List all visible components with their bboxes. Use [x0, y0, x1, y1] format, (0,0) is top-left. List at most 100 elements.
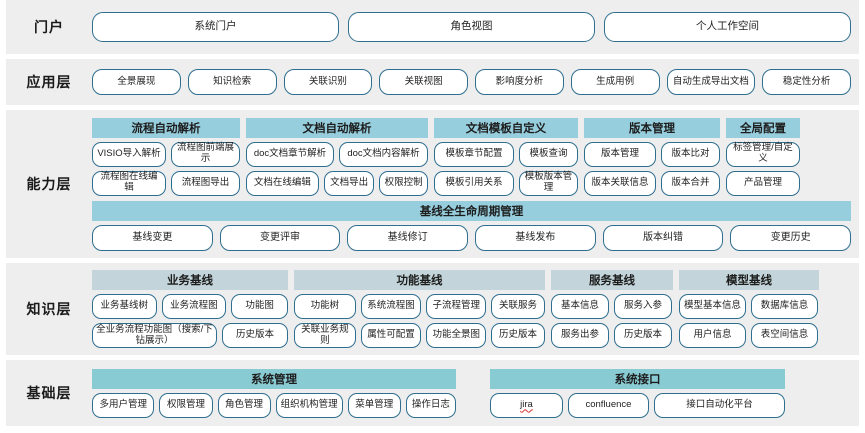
foundation-group-header-系统接口: 系统接口	[490, 368, 785, 389]
layer-body-application: 全景展现 知识检索 关联识别 关联视图 影响度分析 生成用例 自动生成导出文档 …	[92, 65, 859, 99]
capability-item-流程图导出[interactable]: 流程图导出	[171, 170, 240, 196]
capability-group-row: 产品管理	[726, 170, 800, 196]
capability-item-版本比对[interactable]: 版本比对	[661, 141, 720, 167]
app-item-panorama[interactable]: 全景展现	[92, 69, 181, 95]
knowledge-item-数据库信息[interactable]: 数据库信息	[751, 294, 818, 319]
knowledge-item-用户信息[interactable]: 用户信息	[679, 323, 746, 348]
knowledge-item-系统流程图[interactable]: 系统流程图	[360, 294, 422, 319]
knowledge-item-历史版本[interactable]: 历史版本	[614, 323, 672, 348]
knowledge-group-row: 业务基线树业务流程图功能图	[92, 294, 289, 319]
capability-item-模板章节配置[interactable]: 模板章节配置	[434, 141, 514, 167]
capability-item-版本关联信息[interactable]: 版本关联信息	[584, 170, 656, 196]
knowledge-group-header-功能基线: 功能基线	[294, 270, 545, 290]
capability-item-流程图前端展示[interactable]: 流程图前端展示	[171, 141, 240, 167]
baseline-lifecycle-row: 基线变更变更评审基线修订基线发布版本纠错变更历史	[92, 224, 852, 251]
app-item-relation-view[interactable]: 关联视图	[379, 69, 468, 95]
foundation-item-组织机构管理[interactable]: 组织机构管理	[275, 392, 343, 418]
capability-item-标签管理-自定义[interactable]: 标签管理/自定义	[726, 141, 800, 167]
knowledge-group-业务基线: 业务基线业务基线树业务流程图功能图全业务流程功能图（搜索/下钻展示）历史版本	[92, 270, 289, 348]
foundation-item-操作日志[interactable]: 操作日志	[405, 392, 456, 418]
portal-item-personal-workspace[interactable]: 个人工作空间	[604, 12, 851, 42]
foundation-item-jira[interactable]: jira	[490, 392, 563, 418]
capability-item-模板引用关系[interactable]: 模板引用关系	[434, 170, 514, 196]
capability-group-header-全局配置: 全局配置	[726, 117, 800, 138]
foundation-item-confluence[interactable]: confluence	[568, 392, 649, 418]
foundation-item-菜单管理[interactable]: 菜单管理	[347, 392, 401, 418]
capability-group-row: 模板引用关系模板版本管理	[434, 170, 578, 196]
capability-item-模板版本管理[interactable]: 模板版本管理	[519, 170, 578, 196]
capability-group-row: 标签管理/自定义	[726, 141, 800, 167]
foundation-item-多用户管理[interactable]: 多用户管理	[92, 392, 155, 418]
knowledge-item-子流程管理[interactable]: 子流程管理	[426, 294, 487, 319]
app-item-knowledge-search[interactable]: 知识检索	[187, 69, 277, 95]
capability-item-doc文档章节解析[interactable]: doc文档章节解析	[246, 141, 334, 167]
knowledge-group-header-服务基线: 服务基线	[551, 270, 673, 290]
knowledge-item-服务入参[interactable]: 服务入参	[614, 294, 672, 319]
capability-group-header-文档模板自定义: 文档模板自定义	[434, 117, 578, 138]
knowledge-item-功能全景图[interactable]: 功能全景图	[426, 323, 487, 348]
capability-item-visio导入解析[interactable]: VISIO导入解析	[92, 141, 166, 167]
foundation-group-header-系统管理: 系统管理	[92, 368, 456, 389]
knowledge-item-关联业务规则[interactable]: 关联业务规则	[294, 323, 356, 348]
capability-item-doc文档内容解析[interactable]: doc文档内容解析	[339, 141, 428, 167]
portal-item-system-portal[interactable]: 系统门户	[92, 12, 339, 42]
knowledge-group-header-模型基线: 模型基线	[679, 270, 819, 290]
capability-item-产品管理[interactable]: 产品管理	[726, 170, 800, 196]
capability-item-权限控制[interactable]: 权限控制	[379, 170, 428, 196]
knowledge-item-业务流程图[interactable]: 业务流程图	[161, 294, 227, 319]
app-item-generate-usecase[interactable]: 生成用例	[570, 69, 660, 95]
capability-group-文档模板自定义: 文档模板自定义模板章节配置模板查询模板引用关系模板版本管理	[434, 117, 578, 196]
lifecycle-item-基线发布[interactable]: 基线发布	[475, 224, 596, 251]
knowledge-item-业务基线树[interactable]: 业务基线树	[92, 294, 157, 319]
knowledge-item-属性可配置[interactable]: 属性可配置	[360, 323, 422, 348]
knowledge-group-row: 全业务流程功能图（搜索/下钻展示）历史版本	[92, 323, 288, 348]
capability-group-header-文档自动解析: 文档自动解析	[246, 117, 428, 138]
foundation-group-系统管理: 系统管理多用户管理权限管理角色管理组织机构管理菜单管理操作日志	[92, 368, 456, 418]
foundation-group-row: 多用户管理权限管理角色管理组织机构管理菜单管理操作日志	[92, 392, 456, 418]
knowledge-item-基本信息[interactable]: 基本信息	[551, 294, 609, 319]
knowledge-item-服务出参[interactable]: 服务出参	[551, 323, 609, 348]
capability-item-文档在线编辑[interactable]: 文档在线编辑	[246, 170, 319, 196]
lifecycle-item-变更评审[interactable]: 变更评审	[219, 224, 341, 251]
lifecycle-item-基线变更[interactable]: 基线变更	[92, 224, 213, 251]
app-item-stability-analysis[interactable]: 稳定性分析	[762, 69, 851, 95]
capability-group-header-流程自动解析: 流程自动解析	[92, 117, 240, 138]
lifecycle-item-版本纠错[interactable]: 版本纠错	[602, 224, 724, 251]
lifecycle-item-变更历史[interactable]: 变更历史	[730, 224, 852, 251]
portal-item-row: 系统门户 角色视图 个人工作空间	[92, 12, 851, 42]
foundation-item-权限管理[interactable]: 权限管理	[159, 392, 213, 418]
knowledge-item-功能树[interactable]: 功能树	[294, 294, 356, 319]
app-item-relation-recognition[interactable]: 关联识别	[283, 69, 373, 95]
capability-item-版本合并[interactable]: 版本合并	[661, 170, 720, 196]
app-item-impact-analysis[interactable]: 影响度分析	[475, 69, 564, 95]
capability-group-row: 模板章节配置模板查询	[434, 141, 578, 167]
capability-item-文档导出[interactable]: 文档导出	[323, 170, 375, 196]
lifecycle-item-基线修订[interactable]: 基线修订	[347, 224, 469, 251]
knowledge-item-关联服务[interactable]: 关联服务	[491, 294, 545, 319]
portal-item-role-view[interactable]: 角色视图	[348, 12, 595, 42]
knowledge-item-表空间信息[interactable]: 表空间信息	[751, 323, 818, 348]
capability-item-版本管理[interactable]: 版本管理	[584, 141, 656, 167]
capability-group-row: VISIO导入解析流程图前端展示	[92, 141, 240, 167]
knowledge-item-模型基本信息[interactable]: 模型基本信息	[679, 294, 746, 319]
capability-item-模板查询[interactable]: 模板查询	[519, 141, 578, 167]
knowledge-item-功能图[interactable]: 功能图	[231, 294, 289, 319]
layer-body-portal: 系统门户 角色视图 个人工作空间	[92, 8, 859, 46]
knowledge-group-row: 基本信息服务入参	[551, 294, 673, 319]
capability-group-版本管理: 版本管理版本管理版本比对版本关联信息版本合并	[584, 117, 720, 196]
app-item-auto-export-doc[interactable]: 自动生成导出文档	[666, 69, 756, 95]
application-item-row: 全景展现 知识检索 关联识别 关联视图 影响度分析 生成用例 自动生成导出文档 …	[92, 69, 851, 95]
knowledge-item-历史版本[interactable]: 历史版本	[222, 323, 288, 348]
foundation-item-接口自动化平台[interactable]: 接口自动化平台	[653, 392, 785, 418]
knowledge-group-row: 模型基本信息数据库信息	[679, 294, 819, 319]
foundation-item-角色管理[interactable]: 角色管理	[217, 392, 271, 418]
capability-item-流程图在线编辑[interactable]: 流程图在线编辑	[92, 170, 166, 196]
knowledge-item-历史版本[interactable]: 历史版本	[491, 323, 545, 348]
knowledge-group-row: 用户信息表空间信息	[679, 323, 819, 348]
knowledge-item-全业务流程功能图-搜索-下钻展示[interactable]: 全业务流程功能图（搜索/下钻展示）	[92, 323, 217, 348]
